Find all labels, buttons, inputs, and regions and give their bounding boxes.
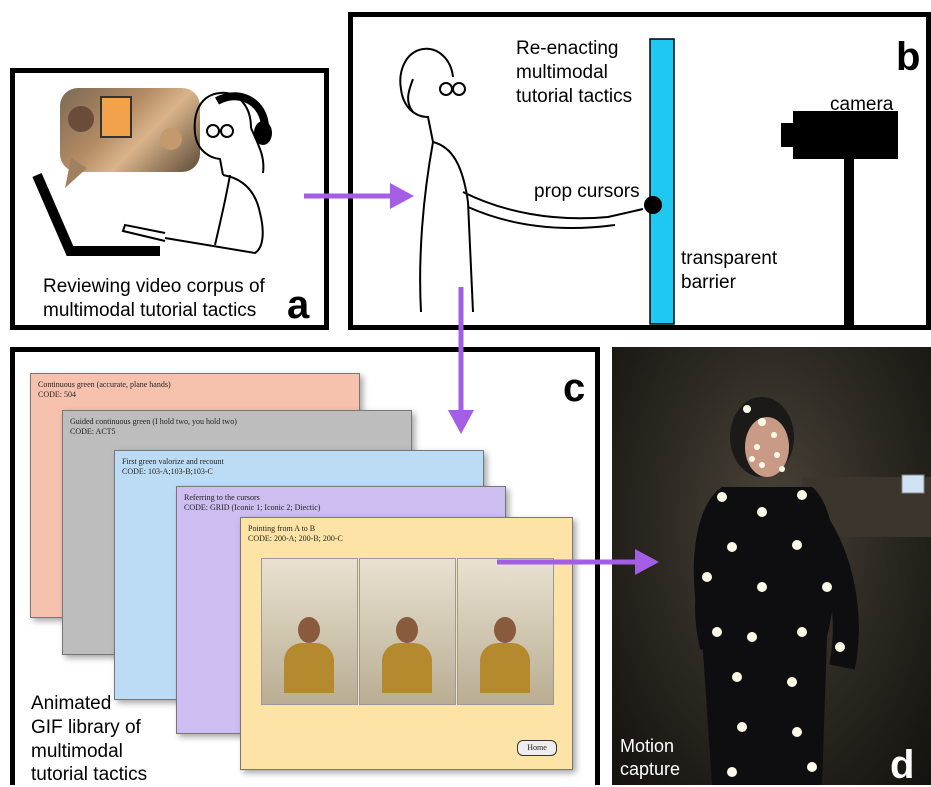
panel-c-letter: c <box>563 366 586 410</box>
tutor-head <box>396 617 418 643</box>
panel-d-caption: Motion capture <box>620 736 681 779</box>
video-thumbnail <box>60 88 200 172</box>
gif-card-5[interactable]: Pointing from A to B CODE: 200-A; 200-B;… <box>240 517 573 770</box>
panel-a-drawing <box>32 91 272 256</box>
panel-b-letter: b <box>896 35 921 79</box>
gif-card-title: Guided continuous green (I hold two, you… <box>70 417 237 437</box>
gif-card-title: Referring to the cursors CODE: GRID (Ico… <box>184 493 321 513</box>
camera-label: camera <box>830 94 894 115</box>
panel-a: Reviewing video corpus of multimodal tut… <box>10 68 329 330</box>
panel-a-letter: a <box>287 283 310 327</box>
headphone-cup <box>254 121 272 145</box>
gif-frame-1 <box>261 558 358 705</box>
tutor-head <box>494 617 516 643</box>
home-button[interactable]: Home <box>517 740 557 756</box>
tutor-body <box>480 643 530 693</box>
video-person-child <box>160 128 182 150</box>
video-screen <box>100 96 132 138</box>
gif-frame-2 <box>359 558 456 705</box>
panel-d-letter: d <box>890 743 915 785</box>
gif-card-title: Pointing from A to B CODE: 200-A; 200-B;… <box>248 524 343 544</box>
panel-b-drawing <box>399 38 898 325</box>
camera-icon <box>781 111 898 325</box>
reviewer-figure <box>121 91 265 255</box>
barrier-label: transparent barrier <box>681 248 778 293</box>
video-person-adult <box>68 106 94 132</box>
motion-capture-photo: Motion capture d <box>612 347 931 785</box>
prop-cursor-dot <box>644 196 662 214</box>
tutor-body <box>382 643 432 693</box>
gif-card-title: First green valorize and recount CODE: 1… <box>122 457 224 477</box>
mocap-figure <box>693 397 931 785</box>
tutor-body <box>284 643 334 693</box>
reenactor-figure <box>399 47 644 313</box>
tutor-head <box>298 617 320 643</box>
mocap-markers <box>702 405 845 777</box>
gif-card-title: Continuous green (accurate, plane hands)… <box>38 380 171 400</box>
panel-b-title: Re-enacting multimodal tutorial tactics <box>516 38 633 107</box>
panel-c-caption: Animated GIF library of multimodal tutor… <box>31 693 148 786</box>
panel-a-caption: Reviewing video corpus of multimodal tut… <box>43 276 265 321</box>
speech-bubble-tail <box>65 158 87 188</box>
gif-frame-3 <box>457 558 554 705</box>
laptop-icon <box>32 173 160 256</box>
panel-b: Re-enacting multimodal tutorial tactics … <box>348 12 931 330</box>
prop-cursors-label: prop cursors <box>534 181 640 202</box>
transparent-barrier <box>649 38 675 325</box>
